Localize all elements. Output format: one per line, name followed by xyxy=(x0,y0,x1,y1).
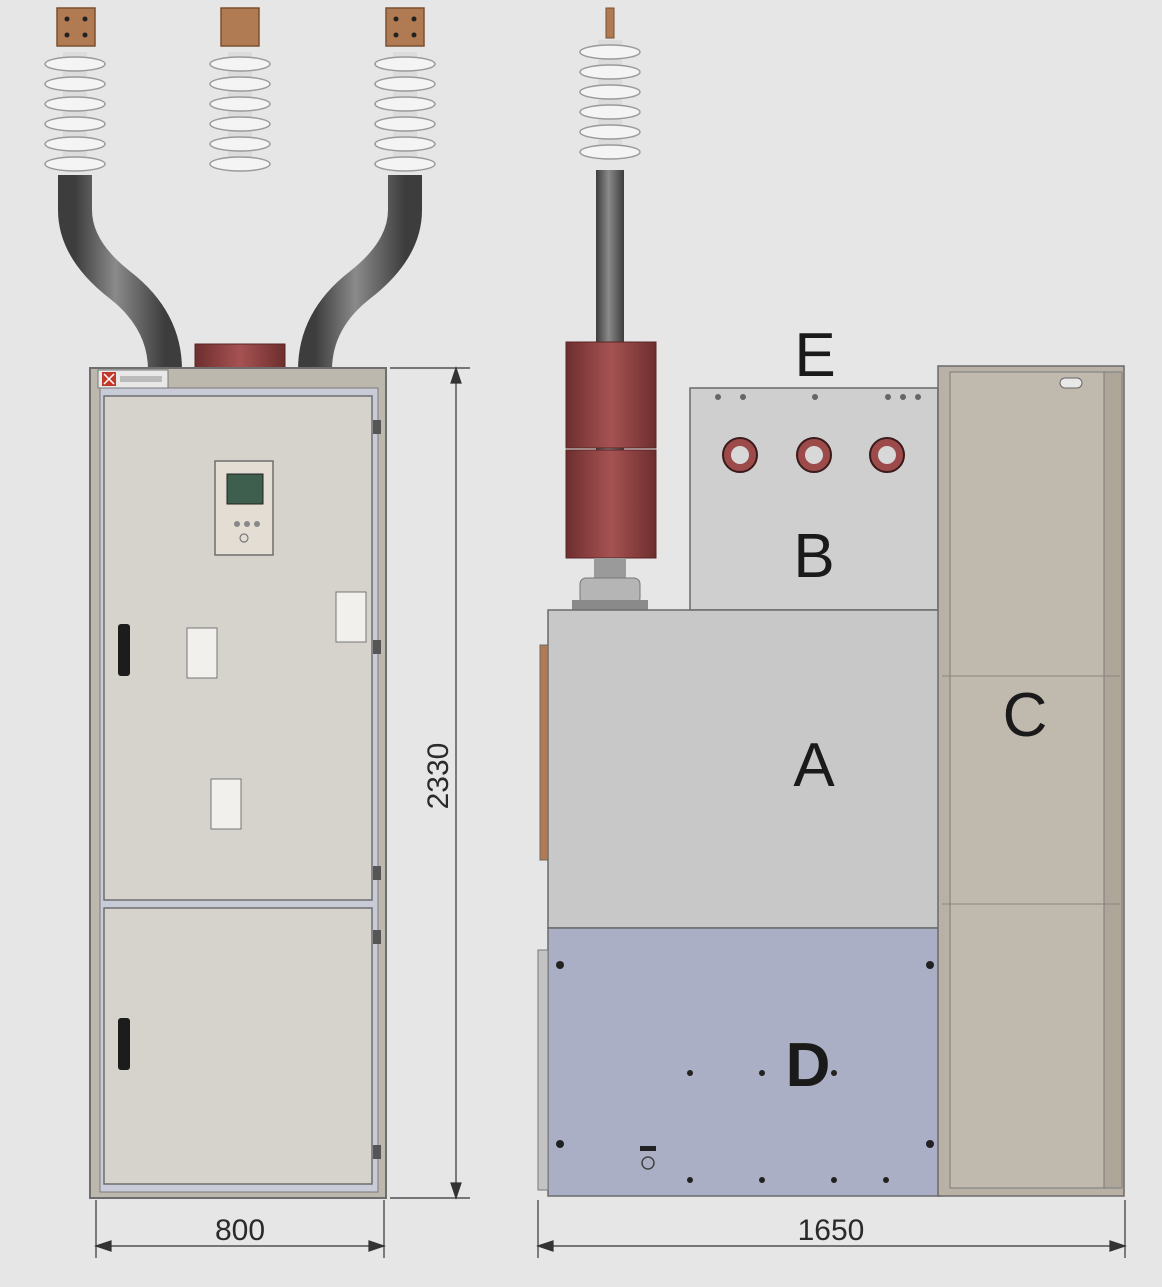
section-label-a: A xyxy=(793,731,835,800)
insulator-right xyxy=(374,51,436,172)
lower-door-handle xyxy=(118,1018,130,1070)
relay-display-icon xyxy=(226,473,264,505)
front-dimensions xyxy=(94,366,470,1258)
section-label-d: D xyxy=(786,1031,831,1100)
height-dimension-label: 2330 xyxy=(422,743,455,810)
section-label-c: C xyxy=(1003,681,1048,750)
section-a xyxy=(547,609,941,929)
front-width-dimension-label: 800 xyxy=(215,1214,265,1247)
viewing-window-2 xyxy=(335,591,367,643)
viewing-window-3 xyxy=(210,778,242,830)
side-dimensions xyxy=(536,1200,1127,1258)
section-label-b: B xyxy=(793,522,834,591)
terminal-center xyxy=(220,7,260,47)
terminal-left xyxy=(56,7,96,47)
section-d xyxy=(547,927,941,1197)
side-insulator xyxy=(579,39,641,160)
cable-left xyxy=(58,175,182,371)
cable-right xyxy=(298,175,422,371)
section-label-e: E xyxy=(794,321,835,390)
terminal-right xyxy=(385,7,425,47)
insulator-center xyxy=(209,51,271,172)
front-view xyxy=(44,7,436,1199)
ct-upper xyxy=(565,341,657,449)
insulator-left xyxy=(44,51,106,172)
ct-lower xyxy=(565,449,657,559)
viewing-window-1 xyxy=(186,627,218,679)
section-b xyxy=(689,387,939,611)
side-view xyxy=(537,7,1125,1197)
side-width-dimension-label: 1650 xyxy=(798,1214,865,1247)
upper-door-handle xyxy=(118,624,130,676)
earthing-point-icon xyxy=(641,1156,655,1170)
lower-door xyxy=(103,907,373,1185)
